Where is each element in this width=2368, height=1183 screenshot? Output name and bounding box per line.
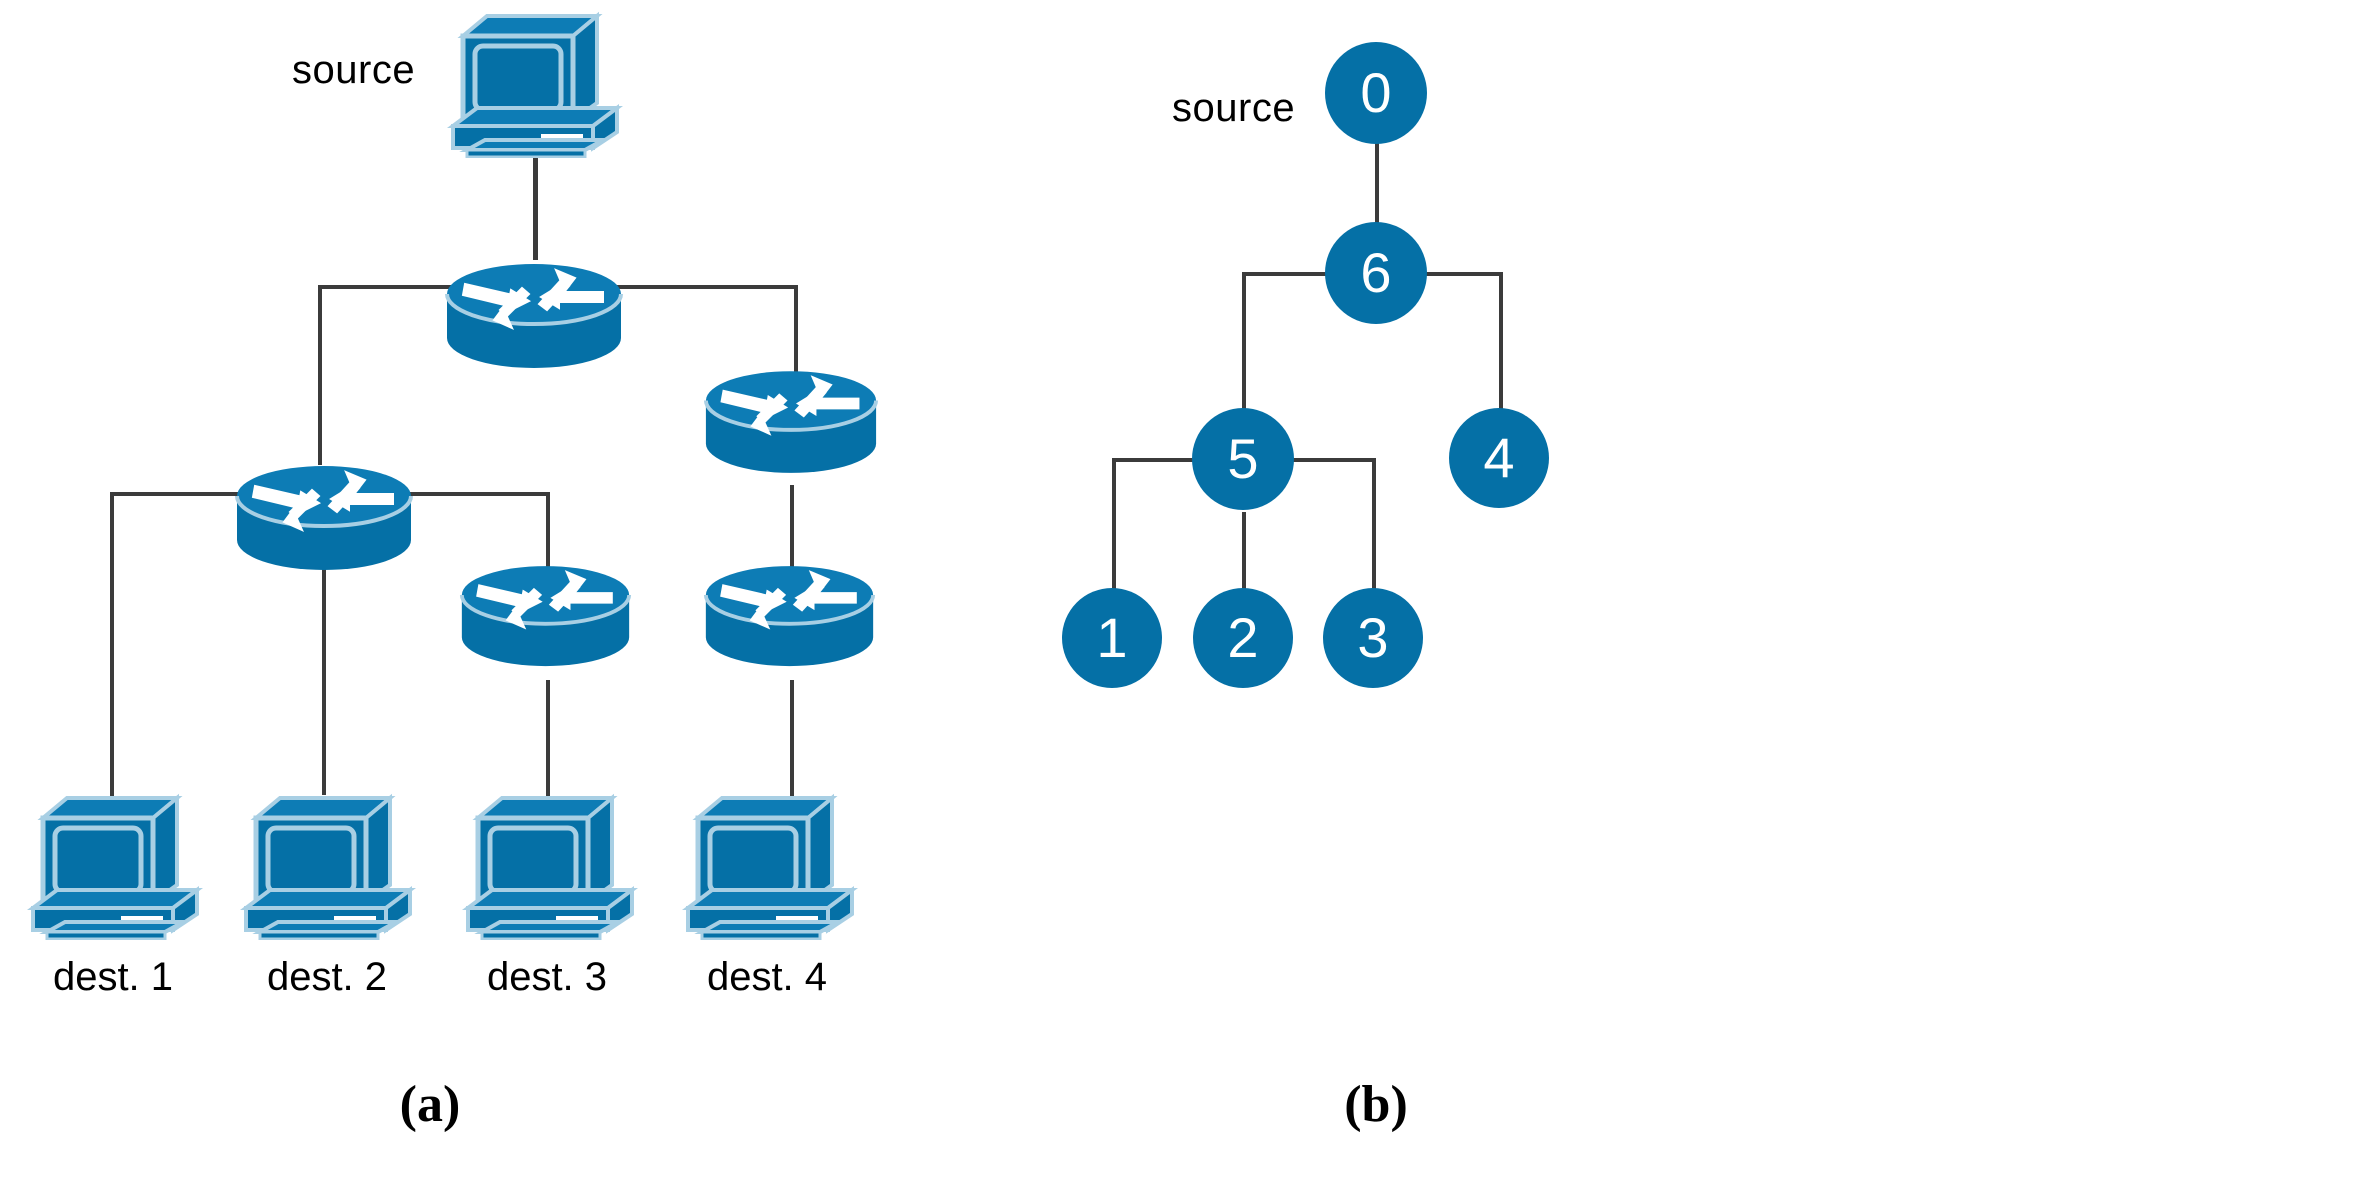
edge-r0-left-vertical xyxy=(318,285,322,465)
edge-5-2 xyxy=(1242,512,1246,607)
graph-node-4-label: 4 xyxy=(1483,426,1515,489)
graph-node-6-label: 6 xyxy=(1360,241,1392,304)
workstation-pc-icon-dest-3 xyxy=(460,790,645,940)
graph-node-3-label: 3 xyxy=(1357,606,1389,669)
workstation-pc-icon-dest-2 xyxy=(238,790,423,940)
workstation-pc-icon-dest-1 xyxy=(25,790,210,940)
workstation-pc-icon-dest-4 xyxy=(680,790,865,940)
edge-5-1-vertical xyxy=(1112,458,1116,606)
router-icon-r3 xyxy=(702,365,880,485)
graph-node-0-label: 0 xyxy=(1360,61,1392,124)
dest-label-4: dest. 4 xyxy=(706,955,828,999)
edge-r3-to-r4 xyxy=(790,485,794,595)
graph-node-2-label: 2 xyxy=(1227,606,1259,669)
edge-0-6 xyxy=(1375,140,1379,250)
graph-node-4[interactable]: 4 xyxy=(1449,408,1549,508)
graph-node-1-label: 1 xyxy=(1096,606,1128,669)
panel-a-icon-topology: source xyxy=(0,0,1180,1183)
edge-6-5-vertical xyxy=(1242,272,1246,424)
edge-r0-right-horizontal xyxy=(533,285,798,289)
graph-node-0[interactable]: 0 xyxy=(1325,42,1427,144)
graph-node-3[interactable]: 3 xyxy=(1323,588,1423,688)
panel-caption-b: (b) xyxy=(1344,1076,1408,1133)
graph-node-2[interactable]: 2 xyxy=(1193,588,1293,688)
panel-b-abstract-graph: source 0 6 5 4 1 2 3 (b) xyxy=(1062,0,2368,1183)
dest-label-2: dest. 2 xyxy=(266,955,388,999)
edge-r1-to-r2-horizontal xyxy=(322,492,550,496)
edge-6-4-vertical xyxy=(1499,272,1503,417)
edge-r2-to-dest3 xyxy=(546,680,550,798)
dest-label-3: dest. 3 xyxy=(486,955,608,999)
source-label-a: source xyxy=(292,48,416,92)
edge-6-5-horizontal xyxy=(1242,272,1380,276)
router-icon-r2 xyxy=(458,560,633,678)
edge-r4-to-dest4 xyxy=(790,680,794,798)
graph-node-6[interactable]: 6 xyxy=(1325,222,1427,324)
edge-5-1-horizontal xyxy=(1112,458,1244,462)
panel-caption-a: (a) xyxy=(399,1076,461,1133)
edge-5-3-horizontal xyxy=(1242,458,1376,462)
edge-6-4-horizontal xyxy=(1375,272,1503,276)
graph-node-1[interactable]: 1 xyxy=(1062,588,1162,688)
edge-source-to-r0 xyxy=(533,150,538,260)
graph-node-5[interactable]: 5 xyxy=(1192,408,1294,510)
router-icon-r4 xyxy=(702,560,877,678)
edge-r1-to-dest1-horizontal xyxy=(110,492,325,496)
edge-5-3-vertical xyxy=(1372,458,1376,606)
edge-r1-to-dest2 xyxy=(322,545,326,795)
router-icon-r1 xyxy=(233,460,415,582)
workstation-pc-icon-source xyxy=(445,8,630,158)
dest-label-1: dest. 1 xyxy=(52,955,174,999)
edge-r1-to-dest1-vertical xyxy=(110,492,114,797)
graph-node-5-label: 5 xyxy=(1227,427,1259,490)
edge-r0-left-horizontal xyxy=(318,285,543,289)
edge-r1-to-r2-vertical xyxy=(546,492,550,592)
source-label-b: source xyxy=(1172,86,1296,130)
router-icon-r0 xyxy=(443,258,625,380)
edge-r0-right-vertical xyxy=(794,285,798,395)
